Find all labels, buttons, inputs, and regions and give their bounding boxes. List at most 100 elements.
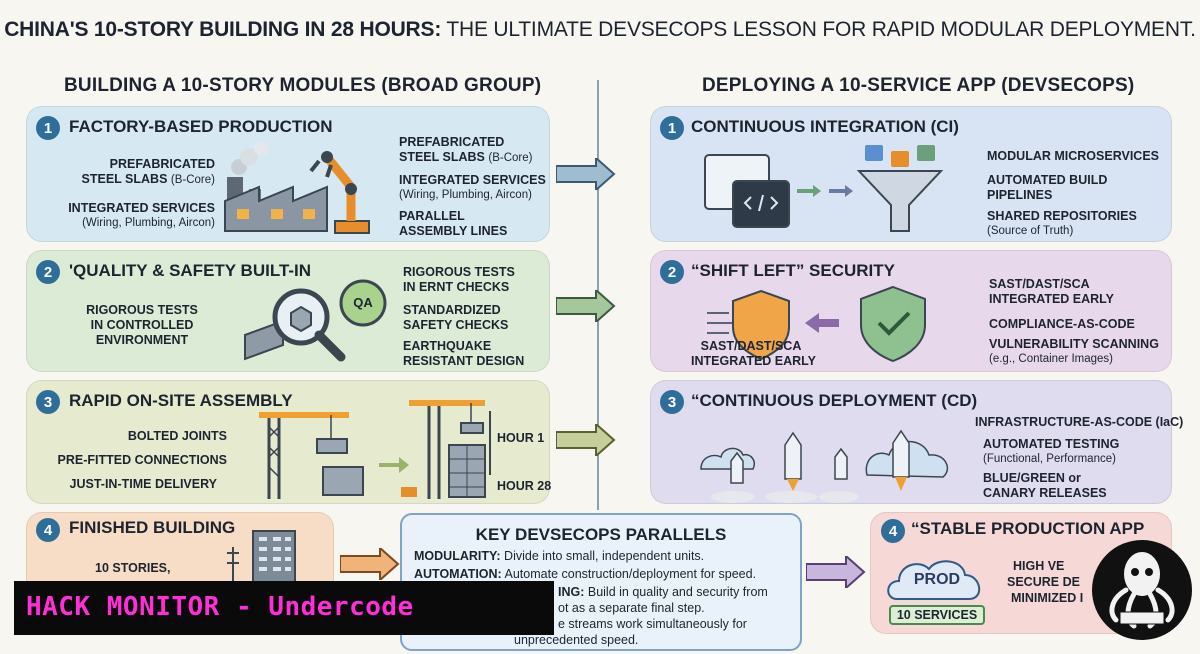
sast-dast-left-label: SAST/DAST/SCA INTEGRATED EARLY (691, 339, 817, 369)
label-line: ASSEMBLY LINES (399, 224, 508, 238)
panel-title: “CONTINUOUS DEPLOYMENT (CD) (691, 391, 978, 410)
big-arrow-right-icon (806, 556, 866, 588)
label-line: INTEGRATED EARLY (989, 292, 1115, 306)
label-line: IN ERNT CHECKS (403, 280, 510, 294)
sast-dast-right-label: SAST/DAST/SCA INTEGRATED EARLY (989, 277, 1114, 307)
bolted-joints-label: BOLTED JOINTS (127, 429, 227, 443)
ci-panel: 1 CONTINUOUS INTEGRATION (CI) MODULAR MI… (650, 106, 1172, 242)
minimized-label: MINIMIZED I (1011, 591, 1084, 605)
step-number-badge: 1 (36, 116, 60, 140)
rigorous-tests-label: RIGOROUS TESTS IN ERNT CHECKS (403, 265, 515, 295)
key-term: MODULARITY: (414, 549, 501, 563)
panel-title: FINISHED BUILDING (69, 518, 236, 537)
label-line: AUTOMATED TESTING (983, 437, 1120, 451)
label-line: INTEGRATED EARLY (691, 354, 817, 368)
modular-microservices-label: MODULAR MICROSERVICES (987, 149, 1160, 163)
big-arrow-right-icon (556, 158, 616, 190)
key-text: Divide into small, independent units. (500, 549, 705, 563)
automated-build-label: AUTOMATED BUILD PIPELINES (987, 173, 1107, 203)
key-title: KEY DEVSECOPS PARALLELS (475, 525, 727, 544)
label-part: STEEL SLABS (399, 150, 485, 164)
step-number-badge: 4 (881, 519, 905, 543)
label-line: PIPELINES (987, 188, 1053, 202)
key-row: ING: Build in quality and security from (558, 585, 768, 599)
step-number-badge: 4 (36, 518, 60, 542)
label-line: IN CONTROLLED (90, 318, 194, 332)
banner-text: HACK MONITOR - Undercode (26, 592, 414, 622)
integrated-services-right-label: INTEGRATED SERVICES (Wiring, Plumbing, A… (399, 173, 546, 203)
label-line: VULNERABILITY SCANNING (989, 337, 1159, 351)
blue-green-label: BLUE/GREEN or CANARY RELEASES (983, 471, 1107, 501)
label-line: STEEL SLABS (B-Core) (67, 172, 215, 188)
building-icon (227, 530, 296, 583)
panel-title: “STABLE PRODUCTION APP (911, 519, 1145, 538)
label-line: (e.g., Container Images) (989, 353, 1114, 365)
prefab-steel-slabs-label: PREFABRICATED STEEL SLABS (B-Core) (399, 135, 532, 166)
page-title: CHINA'S 10-STORY BUILDING IN 28 HOURS: T… (0, 18, 1200, 42)
panel-title: CONTINUOUS INTEGRATION (CI) (691, 117, 959, 136)
shared-repositories-label: SHARED REPOSITORIES (Source of Truth) (987, 209, 1137, 239)
key-text: unprecedented speed. (514, 633, 639, 647)
label-part: STEEL SLABS (81, 172, 168, 186)
label-part: (B-Core) (170, 174, 215, 186)
label-line: INTEGRATED SERVICES (399, 173, 546, 187)
label-line: STANDARDIZED (403, 303, 501, 317)
timeline-line (489, 411, 491, 475)
label-line: SHARED REPOSITORIES (987, 209, 1137, 223)
key-row: ot as a separate final step. (558, 601, 705, 615)
just-in-time-label: JUST-IN-TIME DELIVERY (69, 477, 217, 491)
label-line: PREFABRICATED (399, 135, 505, 149)
label-part: (B-Core) (488, 152, 533, 164)
octopus-logo-icon (1092, 540, 1192, 640)
right-column-heading: DEPLOYING A 10-SERVICE APP (DEVSECOPS) (702, 75, 1135, 96)
label-line: (Wiring, Plumbing, Aircon) (82, 217, 215, 229)
label-line: SAST/DAST/SCA (700, 339, 802, 353)
label-line: RIGOROUS TESTS (86, 303, 198, 317)
hour-1-label: HOUR 1 (497, 431, 545, 445)
key-row: MODULARITY: Divide into small, independe… (414, 549, 704, 563)
prefitted-connections-label: PRE-FITTED CONNECTIONS (57, 453, 227, 467)
factory-robot-icon (224, 142, 370, 234)
label-line: SAFETY CHECKS (403, 318, 509, 332)
code-pipeline-icon (704, 145, 944, 232)
key-text: Automate construction/deployment for spe… (501, 567, 757, 581)
big-arrow-right-icon (340, 548, 400, 580)
label-line: PREFABRICATED (109, 157, 215, 171)
big-arrow-right-icon (556, 290, 616, 322)
cd-panel: 3 “CONTINUOUS DEPLOYMENT (CD) INFRASTRUC… (650, 380, 1183, 504)
key-text: e streams work simultaneously for (558, 617, 747, 631)
compliance-as-code-label: COMPLIANCE-AS-CODE (989, 317, 1135, 331)
shift-left-security-panel: 2 “SHIFT LEFT” SECURITY SAST/DAST/SCA IN… (650, 250, 1172, 372)
key-text: ot as a separate final step. (558, 601, 705, 615)
magnifier-qa-icon (244, 279, 387, 362)
key-text: Build in quality and security from (584, 585, 768, 599)
steel-slabs-label: PREFABRICATED STEEL SLABS (B-Core) (67, 157, 215, 188)
secure-deploy-label: SECURE DE (1007, 575, 1080, 589)
label-line: SAST/DAST/SCA (989, 277, 1090, 291)
key-row: AUTOMATION: Automate construction/deploy… (414, 567, 756, 581)
key-row: unprecedented speed. (514, 633, 638, 647)
prod-cloud-label: PROD (913, 571, 961, 588)
step-number-badge: 1 (660, 116, 684, 140)
label-line: STEEL SLABS (B-Core) (399, 150, 532, 166)
label-line: RIGOROUS TESTS (403, 265, 515, 279)
step-number-badge: 2 (660, 260, 684, 284)
prod-cloud-icon (887, 560, 980, 600)
vulnerability-scanning-label: VULNERABILITY SCANNING (e.g., Container … (989, 337, 1159, 367)
quality-safety-panel: 2 'QUALITY & SAFETY BUILT-IN RIGOROUS TE… (26, 250, 550, 372)
panel-title: 'QUALITY & SAFETY BUILT-IN (69, 261, 312, 280)
panel-title: FACTORY-BASED PRODUCTION (69, 117, 333, 136)
label-line: INTEGRATED SERVICES (68, 201, 215, 215)
label-line: CANARY RELEASES (983, 486, 1107, 500)
automated-testing-label: AUTOMATED TESTING (Functional, Performan… (983, 437, 1119, 467)
label-line: BLUE/GREEN or (983, 471, 1081, 485)
label-line: AUTOMATED BUILD (987, 173, 1108, 187)
key-row: e streams work simultaneously for (558, 617, 747, 631)
left-column-heading: BUILDING A 10-STORY MODULES (BROAD GROUP… (64, 75, 542, 96)
label-line: ENVIRONMENT (95, 333, 189, 347)
label-line: RESISTANT DESIGN (403, 354, 525, 368)
security-shield-icon (707, 285, 926, 363)
label-line: PARALLEL (399, 209, 465, 223)
controlled-environment-label: RIGOROUS TESTS IN CONTROLLED ENVIRONMENT (67, 303, 217, 348)
key-term: AUTOMATION: (414, 567, 502, 581)
